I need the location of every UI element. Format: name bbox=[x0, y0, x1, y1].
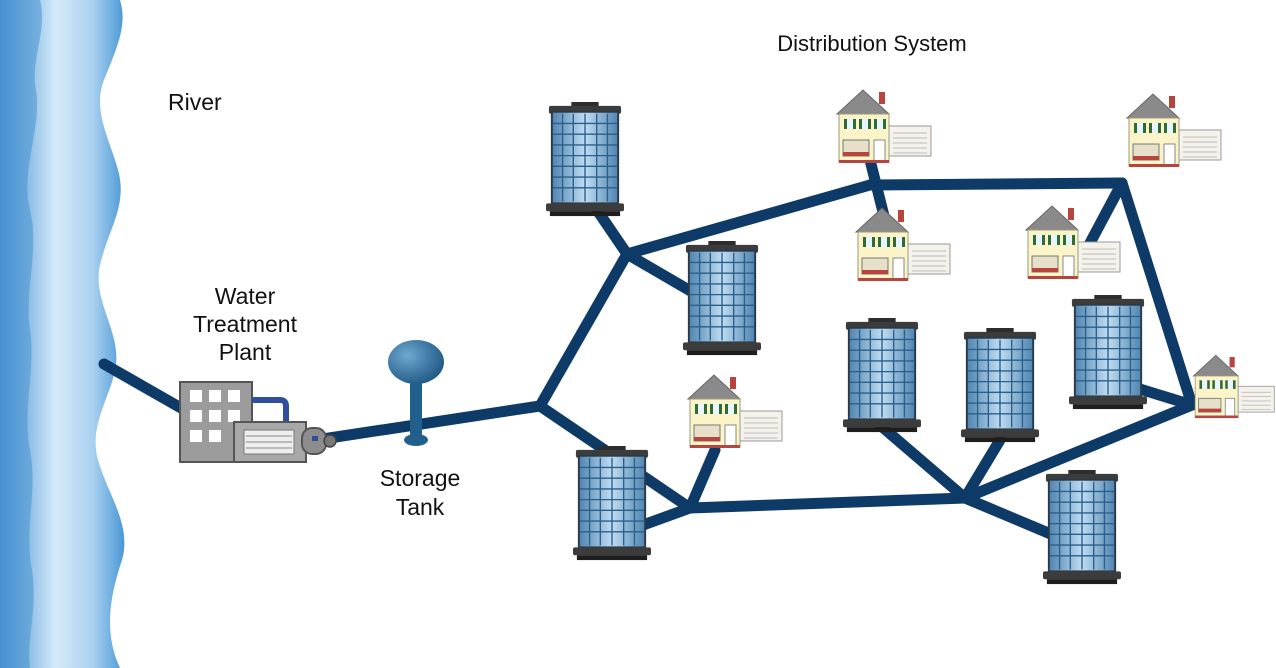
plant-label-line-3: Plant bbox=[219, 339, 272, 365]
apartment-building-icon bbox=[960, 328, 1040, 444]
plant-label-line-1: Water bbox=[215, 283, 276, 309]
storage-tank bbox=[388, 340, 444, 446]
apartment-building-icon bbox=[842, 318, 922, 434]
storage-label-line-2: Tank bbox=[396, 494, 445, 520]
distribution-system-label: Distribution System bbox=[777, 31, 967, 56]
house-icon bbox=[687, 374, 783, 449]
house-icon bbox=[1192, 354, 1275, 419]
plant-label-line-2: Treatment bbox=[193, 311, 298, 337]
apartment-buildings bbox=[545, 102, 1148, 586]
river-label: River bbox=[168, 89, 222, 115]
house-icon bbox=[836, 89, 932, 164]
apartment-building-icon bbox=[1042, 470, 1122, 586]
apartment-building-icon bbox=[545, 102, 625, 218]
water-treatment-plant bbox=[179, 381, 337, 463]
apartment-building-icon bbox=[572, 446, 652, 562]
apartment-building-icon bbox=[1068, 295, 1148, 411]
river bbox=[0, 0, 125, 668]
storage-label-line-1: Storage bbox=[380, 465, 461, 491]
house-icon bbox=[855, 207, 951, 282]
apartment-building-icon bbox=[682, 241, 762, 357]
labels: River Water Treatment Plant Storage Tank… bbox=[168, 31, 967, 520]
house-icon bbox=[1126, 93, 1222, 168]
